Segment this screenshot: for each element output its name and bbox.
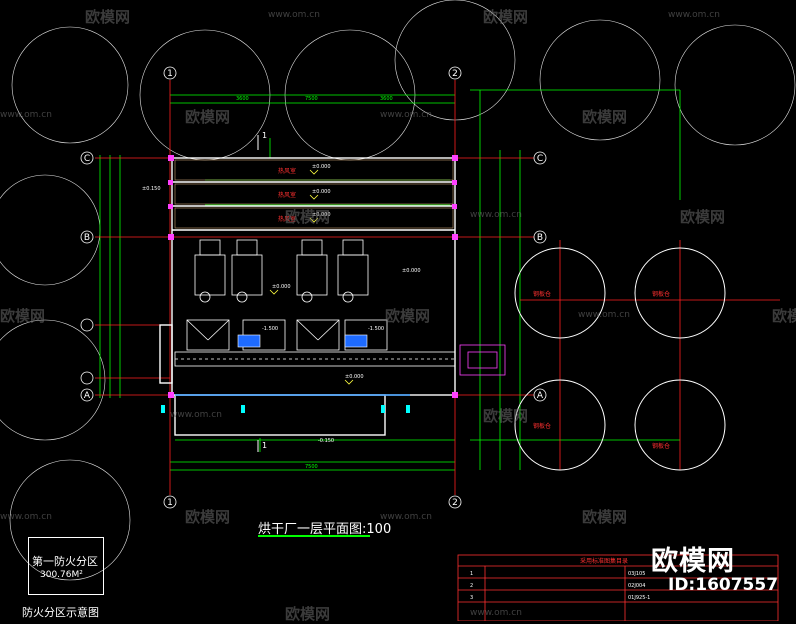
columns xyxy=(168,155,458,398)
watermark-url: www.om.cn xyxy=(380,512,432,522)
dimension-ticks: 7500 7500 3600 3600 xyxy=(236,96,393,470)
watermark-brand: 欧模网 xyxy=(85,8,131,26)
watermark-url: www.om.cn xyxy=(170,410,222,420)
walls xyxy=(159,157,456,436)
svg-text:7500: 7500 xyxy=(305,464,318,470)
watermark-brand: 欧模网 xyxy=(0,307,46,325)
watermark-brand: 欧模网 xyxy=(483,8,529,26)
watermark-brand: 欧模网 xyxy=(582,508,628,526)
title-underline xyxy=(258,535,370,537)
drawing-title-text: 烘干厂一层平面图 xyxy=(258,522,363,537)
watermark-brand: 欧模网 xyxy=(285,208,331,226)
watermark-brand: 欧模网 xyxy=(483,407,529,425)
watermark-url: www.om.cn xyxy=(470,210,522,220)
fire-zone-caption: 防火分区示意图 xyxy=(22,606,99,619)
drawing-scale: :100 xyxy=(362,522,392,537)
brand-id: ID:1607557 xyxy=(668,575,779,595)
watermark-brand: 欧模网 xyxy=(185,108,231,126)
svg-text:1: 1 xyxy=(262,441,267,450)
watermark-url: www.om.cn xyxy=(0,512,52,522)
axis-lines xyxy=(95,80,780,495)
watermark-brand: 欧模网 xyxy=(772,307,796,325)
silos xyxy=(514,247,726,471)
svg-text:3600: 3600 xyxy=(236,96,249,102)
watermark-url: www.om.cn xyxy=(0,110,52,120)
standards-table xyxy=(457,554,779,621)
conveyor xyxy=(174,344,506,376)
watermark-url: www.om.cn xyxy=(668,10,720,20)
fire-zone-name: 第一防火分区 xyxy=(32,555,98,568)
walls-fill xyxy=(174,159,454,229)
pits xyxy=(237,334,368,348)
watermark-url: www.om.cn xyxy=(470,608,522,618)
svg-text:1: 1 xyxy=(262,131,267,140)
brand-logo: 欧模网 xyxy=(651,546,735,577)
dryers xyxy=(186,239,388,351)
fire-zone-area: 300.76M² xyxy=(40,570,83,580)
svg-text:3600: 3600 xyxy=(380,96,393,102)
watermark-url: www.om.cn xyxy=(268,10,320,20)
svg-text:7500: 7500 xyxy=(305,96,318,102)
background-circles xyxy=(0,0,796,581)
drawing-title: 烘干厂一层平面图:100 xyxy=(258,518,391,537)
watermark-brand: 欧模网 xyxy=(582,108,628,126)
dimension-lines xyxy=(99,89,681,471)
cyan-markers xyxy=(161,405,410,413)
watermark-brand: 欧模网 xyxy=(680,208,726,226)
section-labels: 1 1 xyxy=(262,131,267,450)
watermark-brand: 欧模网 xyxy=(385,307,431,325)
watermark-url: www.om.cn xyxy=(380,110,432,120)
elevation-marks xyxy=(269,169,354,385)
fire-zone-box: 第一防火分区 300.76M² xyxy=(28,537,104,595)
axis-bubbles xyxy=(80,66,547,509)
watermark-brand: 欧模网 xyxy=(285,605,331,623)
watermark-url: www.om.cn xyxy=(578,310,630,320)
watermark-brand: 欧模网 xyxy=(185,508,231,526)
